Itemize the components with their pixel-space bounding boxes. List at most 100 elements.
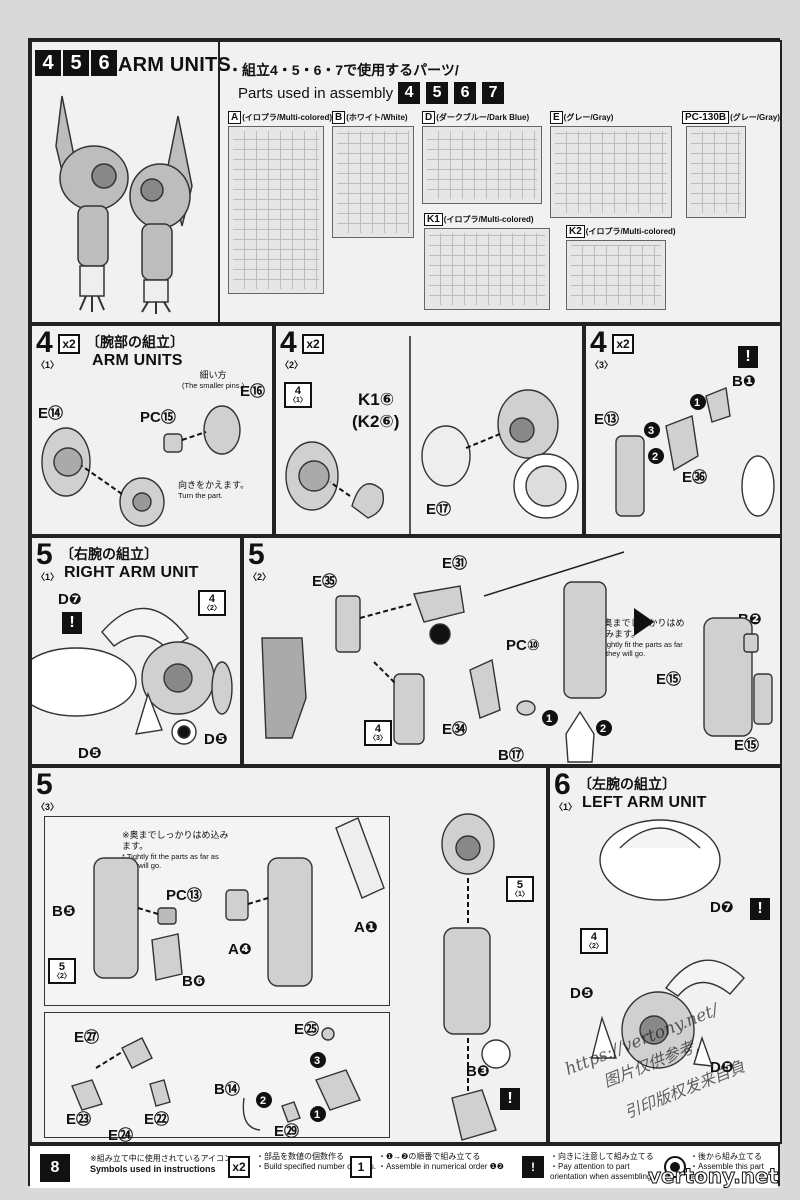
runner-pc130b-label: PC-130B(グレー/Gray) (682, 111, 780, 124)
ref-step-5-2: 5〈2〉 (48, 958, 76, 984)
warning-icon: ! (62, 612, 82, 634)
step-5-1-panel: 5 〈1〉 〔右腕の組立〕 RIGHT ARM UNIT D❼ ! D❺ D❺ … (30, 536, 242, 766)
step-5-3-sub: 〈3〉 (36, 802, 60, 812)
part-label-e25: E㉕ (294, 1021, 320, 1038)
part-label-e14: E⑭ (38, 405, 64, 422)
step-box-5: 5 (63, 50, 89, 76)
runner-a-sprue (228, 126, 324, 294)
part-label-a4: A❹ (228, 941, 252, 958)
ref-step-4-2: 4〈2〉 (198, 590, 226, 616)
ref-step-4-1: 4〈1〉 (284, 382, 312, 408)
step-number-boxes: 4 5 6 (34, 50, 118, 76)
header-title: ARM UNITS (118, 54, 231, 76)
step-4-1-multiplier: x2 (58, 334, 80, 354)
step-4-3-multiplier: x2 (612, 334, 634, 354)
part-label-e35: E㉟ (312, 573, 338, 590)
step-4-2-sub: 〈2〉 (280, 360, 304, 370)
symbols-footer: 8 ※組み立て中に使用されているアイコン Symbols used in ins… (30, 1144, 779, 1189)
part-label-e29: E㉙ (274, 1123, 300, 1140)
header-divider (218, 42, 220, 322)
runner-d-label: D(ダークブルー/Dark Blue) (422, 111, 529, 124)
parts-step-5: 5 (426, 82, 449, 104)
attention-icon: ! (522, 1156, 544, 1178)
svg-text:1: 1 (694, 397, 700, 409)
runner-b-label: B(ホワイト/White) (332, 111, 408, 124)
multiplier-desc: ・部品を数値の個数作る ・Build specified number of p… (256, 1152, 377, 1171)
part-label-k1-6: K1⑥ (358, 390, 395, 409)
turn-part-note: 向きをかえます。 Turn the part. (178, 480, 250, 500)
arm-units-illustration (55, 95, 193, 314)
assemble-later-icon (664, 1156, 686, 1178)
runner-k2-label: K2(イロプラ/Multi-colored) (566, 225, 676, 238)
ref-step-5-1: 5〈1〉 (506, 876, 534, 902)
parts-step-4: 4 (398, 82, 421, 104)
step-4-1-diagram (41, 405, 241, 527)
step-5-3-number: 5 (36, 768, 53, 801)
part-label-b14: B⑭ (214, 1081, 240, 1098)
symbols-title: ※組み立て中に使用されているアイコン Symbols used in instr… (90, 1154, 233, 1174)
runner-k1-sprue (424, 228, 550, 310)
step-5-1-sub: 〈1〉 (36, 572, 60, 582)
part-label-b1: B❶ (732, 373, 756, 390)
step-4-3-panel: 4 〈3〉 x2 ! B❶ E⑬ E㊱ 1 2 3 (584, 324, 782, 536)
part-label-e31: E㉛ (442, 555, 468, 572)
svg-text:1: 1 (314, 1109, 320, 1121)
part-label-e22: E㉒ (144, 1111, 170, 1128)
svg-text:1: 1 (546, 713, 552, 725)
step-4-3-number: 4 (590, 326, 607, 359)
part-label-d7: D❼ (58, 591, 82, 608)
step-5-1-diagram (32, 607, 233, 745)
step-4-3-diagram: 1 2 3 (615, 387, 775, 517)
parts-step-6: 6 (454, 82, 477, 104)
order-desc: ・❶→❷の順番で組み立てる ・Assemble in numerical ord… (378, 1152, 504, 1171)
part-label-e24: E㉔ (108, 1127, 134, 1144)
step-5-1-en-title: RIGHT ARM UNIT (64, 564, 199, 581)
step-4-1-panel: 4 〈1〉 x2 〔腕部の組立〕 ARM UNITS E⑭ PC⑮ E⑯ 細い方… (30, 324, 274, 536)
runner-e-sprue (550, 126, 672, 218)
part-label-d7: D❼ (710, 899, 734, 916)
part-label-e13: E⑬ (594, 411, 620, 428)
step-5-2-number: 5 (248, 538, 265, 571)
part-label-d5-left: D❺ (570, 985, 594, 1002)
part-label-pc10: PC⑩ (506, 637, 540, 654)
part-label-e34: E㉞ (442, 721, 468, 738)
part-label-pc13: PC⑬ (166, 887, 202, 904)
ref-step-4-3: 4〈3〉 (364, 720, 392, 746)
header-panel: 4 5 6 ARM UNITS ・組立4・5・6・7で使用す (30, 40, 782, 324)
warning-icon: ! (750, 898, 770, 920)
step-5-2-sub: 〈2〉 (248, 572, 272, 582)
page-number: 8 (40, 1154, 70, 1182)
part-label-e15-bottom: E⑮ (734, 737, 760, 754)
multiplier-icon: x2 (228, 1156, 250, 1178)
smaller-pins-note: 細い方 (The smaller pins.) (182, 370, 245, 390)
svg-text:3: 3 (648, 425, 654, 437)
step-4-1-en-title: ARM UNITS (92, 352, 183, 369)
runner-d-sprue (422, 126, 542, 204)
watermark-site: vertony.net (647, 1164, 779, 1189)
step-5-1-number: 5 (36, 538, 53, 571)
step-box-6: 6 (91, 50, 117, 76)
runner-pc130b-sprue (686, 126, 746, 218)
assemble-later-desc: ・後から組み立てる ・Assemble this part later. (690, 1152, 764, 1181)
parts-step-7: 7 (482, 82, 505, 104)
runner-e-label: E(グレー/Gray) (550, 111, 613, 124)
step-4-3-sub: 〈3〉 (590, 360, 614, 370)
svg-text:2: 2 (260, 1095, 266, 1107)
part-label-e16: E⑯ (240, 383, 266, 400)
warning-icon: ! (500, 1088, 520, 1110)
part-label-e36: E㊱ (682, 469, 708, 486)
step-6-1-sub: 〈1〉 (554, 802, 578, 812)
part-label-e17: E⑰ (426, 501, 452, 518)
part-label-d5-right: D❺ (204, 731, 228, 748)
warning-icon: ! (738, 346, 758, 368)
part-label-b5: B❺ (52, 903, 76, 920)
numbered-order-icon: 1 (350, 1156, 372, 1178)
step-4-2-panel: 4 〈2〉 x2 4〈1〉 K1⑥ (K2⑥) E⑰ (274, 324, 584, 536)
part-label-e23: E㉓ (66, 1111, 92, 1128)
parts-used-line: Parts used in assembly 4 5 6 7 (238, 82, 505, 104)
part-label-a1: A❶ (354, 919, 378, 936)
attention-desc: ・向きに注意して組み立てる ・Pay attention to part ori… (550, 1152, 654, 1181)
part-label-pc15: PC⑮ (140, 409, 176, 426)
step-6-1-number: 6 (554, 768, 571, 801)
runner-k2-sprue (566, 240, 666, 310)
